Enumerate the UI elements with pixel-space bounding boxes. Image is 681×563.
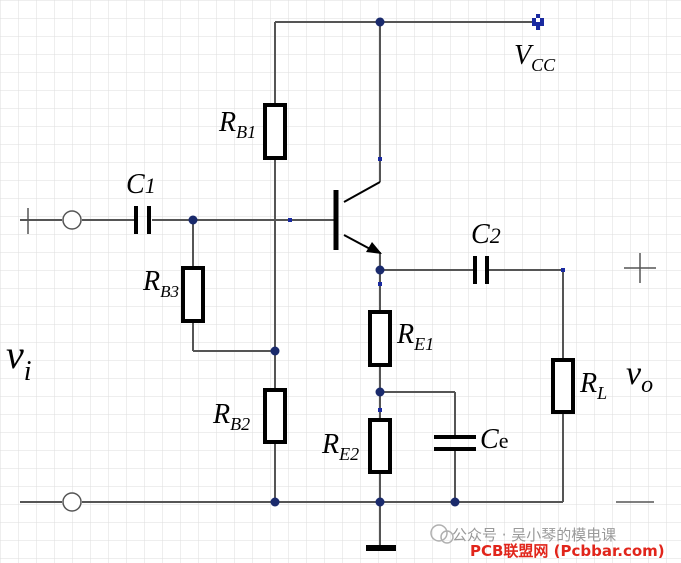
resistor-re2 (368, 418, 392, 474)
node-re1-re2 (375, 387, 385, 397)
watermark: 公众号 · 吴小琴的模电课 PCB联盟网 (Pcbbar.com) (430, 524, 665, 560)
transistor-emitter-lead (343, 234, 373, 251)
rb3-label: RB3 (142, 266, 179, 301)
transistor (333, 190, 382, 254)
resistor-rb2 (263, 388, 287, 444)
c2-label: C2 (471, 219, 501, 250)
terminal-marks (288, 157, 565, 412)
re2-label: RE2 (321, 429, 359, 464)
polarity-signs (27, 208, 656, 503)
rb1-label: RB1 (218, 107, 256, 142)
ce-label: Ce (480, 424, 508, 455)
input-minus-terminal (62, 492, 82, 512)
capacitor-c1 (134, 206, 151, 234)
resistor-re1 (368, 310, 392, 367)
watermark-site-text: PCB联盟网 (Pcbbar.com) (470, 542, 665, 560)
collector-lead (343, 181, 381, 203)
wechat-icon (430, 524, 448, 542)
resistor-rb1 (263, 103, 287, 160)
re1-label: RE1 (396, 319, 434, 354)
node-ground-rb2 (270, 497, 280, 507)
vi-label: vi (6, 332, 32, 387)
node-ground-re2 (375, 497, 385, 507)
vo-label: vo (626, 355, 653, 398)
node-emitter (375, 265, 385, 275)
rl-label: RL (579, 368, 607, 403)
vcc-terminal-icon (532, 14, 544, 30)
input-plus-terminal (62, 210, 82, 230)
node-ground-ce (450, 497, 460, 507)
emitter-arrow-icon (366, 242, 382, 254)
node-vcc (375, 17, 385, 27)
capacitor-ce (434, 435, 476, 451)
resistor-rl (551, 358, 575, 414)
node-base-rb3 (188, 215, 198, 225)
node-rb3-rb2 (270, 346, 280, 356)
vcc-label: VCC (514, 40, 556, 75)
capacitor-c2 (473, 256, 489, 284)
ground-icon (366, 545, 396, 551)
resistor-rb3 (181, 266, 205, 323)
rb2-label: RB2 (212, 399, 250, 434)
watermark-wechat-text: 公众号 · 吴小琴的模电课 (452, 526, 616, 544)
junction-nodes (188, 17, 460, 507)
c1-label: C1 (126, 169, 156, 200)
